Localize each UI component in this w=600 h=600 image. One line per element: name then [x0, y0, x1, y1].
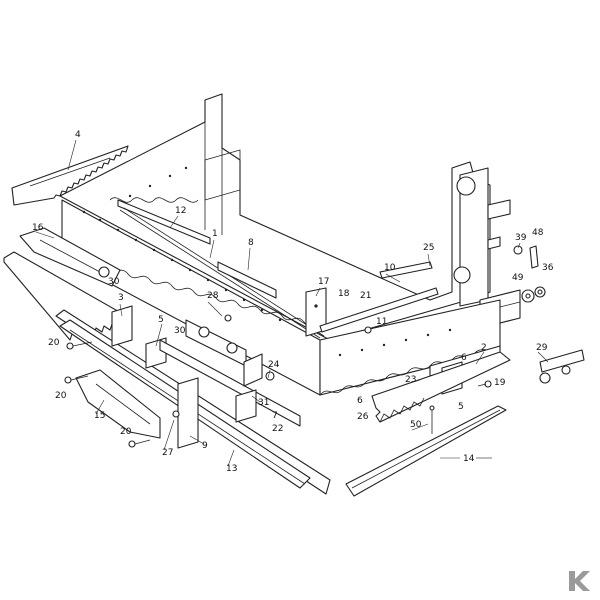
brand-logo-icon [569, 571, 590, 591]
part-50-pin [429, 405, 435, 434]
part-16-panel [19, 227, 121, 287]
part-26-knife-section [371, 351, 511, 423]
callout-5b: 5 [458, 402, 464, 412]
part-30-hinge [185, 319, 247, 367]
callout-29: 29 [536, 343, 548, 353]
callout-7: 7 [272, 411, 278, 421]
part-14-bar [345, 405, 507, 497]
middle-rail [159, 339, 301, 427]
callout-1: 1 [212, 229, 218, 239]
frame-hole-pattern [82, 166, 452, 357]
callout-6a: 6 [461, 353, 467, 363]
callout-5a: 5 [158, 315, 164, 325]
callout-31: 31 [258, 398, 269, 408]
callout-9: 9 [202, 441, 208, 451]
callout-20b: 20 [55, 391, 67, 401]
callout-4: 4 [75, 130, 81, 140]
main-frame [59, 93, 521, 396]
callout-30a: 30 [108, 277, 120, 287]
callout-2: 2 [481, 343, 487, 353]
part-12-bar [117, 199, 211, 245]
callout-48: 48 [532, 228, 544, 238]
callout-50: 50 [410, 420, 422, 430]
callout-23: 23 [405, 375, 416, 385]
callout-36: 36 [542, 263, 554, 273]
callout-30b: 30 [174, 326, 186, 336]
callout-16: 16 [32, 223, 44, 233]
callout-18: 18 [338, 289, 350, 299]
callout-12: 12 [175, 206, 186, 216]
part-4-knife [11, 145, 129, 206]
callout-27: 27 [162, 448, 173, 458]
callout-14: 14 [463, 454, 475, 464]
callout-20a: 20 [48, 338, 60, 348]
callout-13: 13 [226, 464, 237, 474]
callout-3: 3 [118, 293, 124, 303]
callout-19: 19 [494, 378, 506, 388]
callout-15: 15 [94, 411, 105, 421]
fasteners [64, 314, 492, 448]
callout-28: 28 [207, 291, 219, 301]
callout-17: 17 [318, 277, 329, 287]
part-3-bracket [111, 305, 133, 347]
callout-49: 49 [512, 273, 524, 283]
callout-8: 8 [248, 238, 254, 248]
callout-20c: 20 [120, 427, 132, 437]
callout-26: 26 [357, 412, 369, 422]
callout-22: 22 [272, 424, 283, 434]
part-10-21-rail [319, 261, 439, 333]
callout-21: 21 [360, 291, 371, 301]
leader-lines [35, 139, 549, 467]
part-9-bracket [177, 377, 199, 449]
callout-25: 25 [423, 243, 434, 253]
callout-39: 39 [515, 233, 527, 243]
part-15-panel [75, 369, 161, 439]
part-29-cylinder [539, 349, 585, 384]
callout-labels: 4 16 30 12 1 8 3 28 5 30 20 17 18 21 11 … [32, 130, 554, 474]
part-8-strip [217, 261, 277, 299]
callout-11: 11 [376, 317, 387, 327]
hardware-right [513, 245, 546, 303]
callout-24: 24 [268, 360, 280, 370]
callout-6b: 6 [357, 396, 363, 406]
callout-10: 10 [384, 263, 396, 273]
